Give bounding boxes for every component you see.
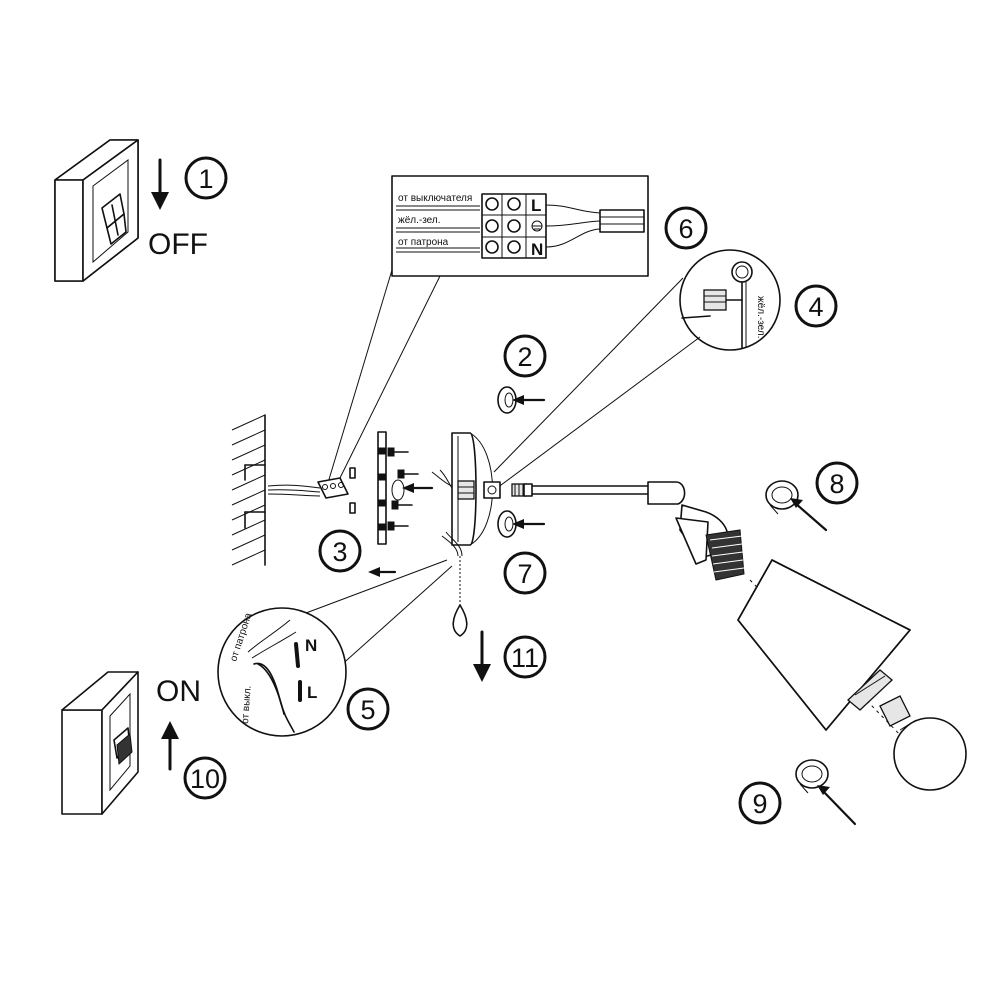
terminal-N-label: N <box>531 240 543 259</box>
step-4-number: 4 <box>808 292 823 322</box>
step-6-number: 6 <box>678 214 693 244</box>
detail-terminal-L-label: L <box>307 683 317 702</box>
switch-on-label: ON <box>156 675 201 708</box>
screw-icon <box>387 447 419 531</box>
left-arrow-icon <box>512 519 546 529</box>
row-from-switch-label: от выключателя <box>398 193 472 204</box>
left-arrow-icon <box>402 483 434 493</box>
socket-holder <box>675 504 745 581</box>
wall-plug-bottom <box>349 502 356 514</box>
step-8-number: 8 <box>829 469 844 499</box>
up-left-arrow-icon <box>790 498 828 532</box>
step-5-badge: 5 <box>346 687 390 731</box>
lamp-arm <box>523 481 686 505</box>
ring-nut-icon <box>795 759 829 794</box>
step-11-badge: 11 <box>503 635 547 679</box>
left-arrow-icon <box>368 567 397 577</box>
wall-switch-off <box>54 139 139 282</box>
step-8-badge: 8 <box>815 461 859 505</box>
step-5-number: 5 <box>360 695 375 725</box>
step-2-badge: 2 <box>503 334 547 378</box>
row-ground-label: жёл.-зел. <box>398 215 441 226</box>
arm-hex-nut <box>483 481 501 499</box>
step-1-badge: 1 <box>184 156 228 200</box>
up-left-arrow-icon <box>817 785 857 826</box>
terminal-block-detail: от выключателя жёл.-зел. от патрона L N <box>391 175 649 277</box>
wall-plug-top <box>349 467 356 479</box>
step-7-number: 7 <box>517 559 532 589</box>
step-9-badge: 9 <box>738 781 782 825</box>
wall-wires <box>267 484 321 497</box>
step-1-number: 1 <box>198 164 213 194</box>
step-10-number: 10 <box>190 764 220 794</box>
rotate-arrow-icon <box>391 479 405 501</box>
row-from-socket-label: от патрона <box>398 237 449 248</box>
lampshade <box>737 559 911 731</box>
step-3-number: 3 <box>332 537 347 567</box>
left-arrow-icon <box>512 395 546 405</box>
detail-terminal-N-label: N <box>305 636 317 655</box>
down-arrow-icon <box>151 158 169 210</box>
step-6-badge: 6 <box>664 206 708 250</box>
step-3-badge: 3 <box>318 529 362 573</box>
wall-section <box>231 414 266 566</box>
switch-off-label: OFF <box>148 228 208 261</box>
canopy-screw <box>457 480 475 500</box>
ring-nut-icon <box>765 480 799 515</box>
step-10-badge: 10 <box>183 756 227 800</box>
ground-wire-label: жёл.-зел. <box>755 296 766 339</box>
down-arrow-icon <box>473 630 491 682</box>
shade-ring <box>847 669 893 711</box>
up-arrow-icon <box>161 721 179 771</box>
wire-detail-callout: от патрона от выкл. N L <box>217 607 347 737</box>
step-4-badge: 4 <box>794 284 838 328</box>
terminal-L-label: L <box>531 196 541 215</box>
ground-symbol-icon <box>531 220 543 232</box>
step-2-number: 2 <box>517 342 532 372</box>
pull-chain <box>441 531 468 637</box>
step-7-badge: 7 <box>503 551 547 595</box>
mounting-bracket <box>377 431 387 545</box>
ground-detail-callout: жёл.-зел. <box>679 249 781 351</box>
step-9-number: 9 <box>752 789 767 819</box>
step-11-number: 11 <box>511 643 539 673</box>
detail-from-switch-label: от выкл. <box>240 685 254 724</box>
wall-terminal-block <box>317 477 349 499</box>
threaded-rod <box>511 483 527 497</box>
light-bulb <box>879 695 967 791</box>
wall-switch-on <box>61 671 139 815</box>
